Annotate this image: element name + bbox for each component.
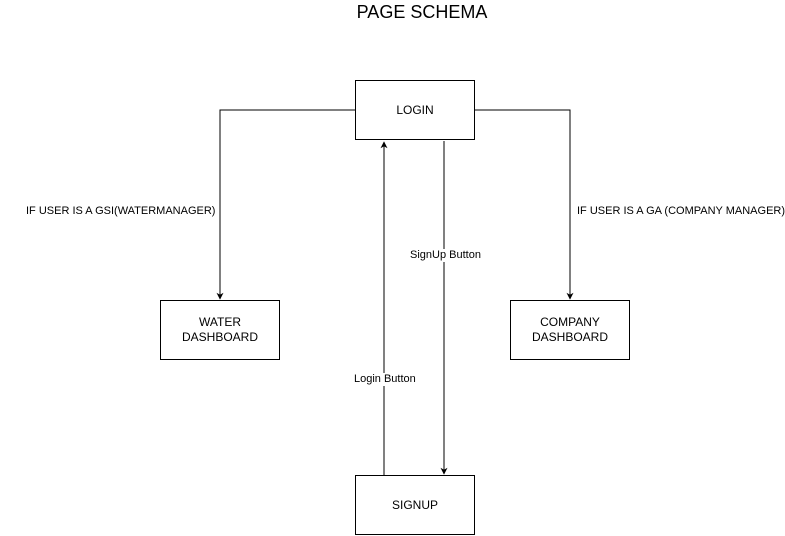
edge-label-login-to-signup: SignUp Button bbox=[410, 249, 481, 262]
node-water-dashboard-label-line1: WATER bbox=[199, 315, 241, 329]
node-login: LOGIN bbox=[355, 80, 475, 140]
node-company-dashboard-label-line2: DASHBOARD bbox=[531, 330, 608, 344]
diagram-title: PAGE SCHEMA bbox=[356, 2, 488, 22]
edge-login-to-water bbox=[216, 109, 355, 300]
node-login-label: LOGIN bbox=[396, 102, 434, 117]
node-company-dashboard-label-line1: COMPANY bbox=[540, 315, 600, 329]
edge-label-login-to-water: IF USER IS A GSI(WATERMANAGER) bbox=[26, 205, 216, 218]
node-signup-label: SIGNUP bbox=[391, 497, 438, 512]
edge-label-signup-to-login: Login Button bbox=[354, 373, 416, 386]
edge-login-to-company bbox=[474, 109, 574, 300]
edge-label-login-to-company: IF USER IS A GA (COMPANY MANAGER) bbox=[577, 205, 785, 218]
node-water-dashboard: WATER DASHBOARD bbox=[160, 300, 280, 360]
node-company-dashboard: COMPANY DASHBOARD bbox=[510, 300, 630, 360]
node-water-dashboard-label-line2: DASHBOARD bbox=[181, 330, 258, 344]
node-signup: SIGNUP bbox=[355, 475, 475, 535]
